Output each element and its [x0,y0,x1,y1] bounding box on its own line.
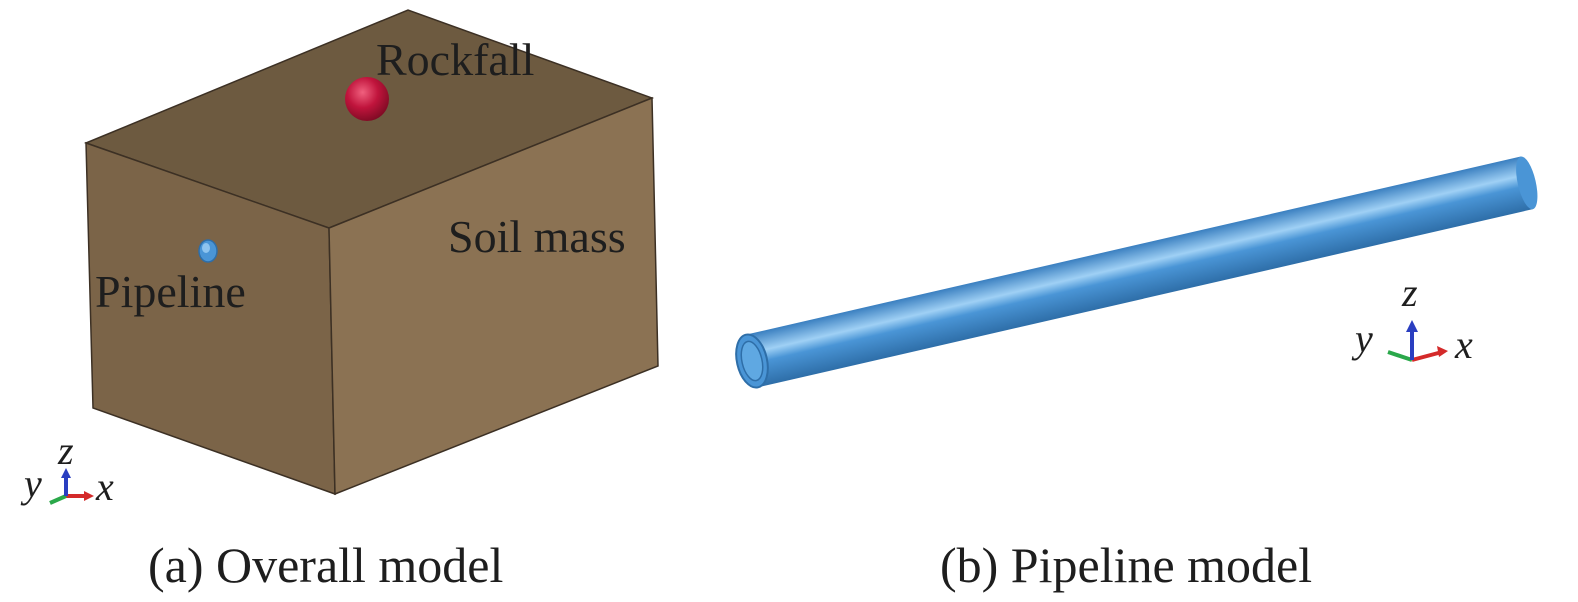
caption-panel-b: (b) Pipeline model [940,537,1312,593]
soil-mass-block [83,9,659,496]
axis-a-y-label: y [20,461,42,506]
pipeline-tube [735,156,1538,389]
axis-a-x-label: x [95,464,114,509]
soil-mass-label: Soil mass [448,211,626,262]
caption-panel-a: (a) Overall model [148,537,503,593]
axis-triad-a: z y x [20,428,114,509]
axis-a-z-label: z [57,428,74,473]
panel-a-overall-model: Rockfall Soil mass Pipeline z y x (a) Ov… [20,9,659,593]
rockfall-sphere [345,77,389,121]
panel-b-pipeline-model: z y x (b) Pipeline model [735,156,1538,593]
axis-b-x-label: x [1454,322,1473,367]
axis-b-z-label: z [1401,270,1418,315]
pipeline-label: Pipeline [95,266,246,317]
axis-b-y-label: y [1351,316,1373,361]
axis-triad-b: z y x [1351,270,1473,367]
pipeline-cross-section [198,239,218,263]
soil-mass-side-face [328,96,659,496]
rockfall-label: Rockfall [376,34,534,85]
